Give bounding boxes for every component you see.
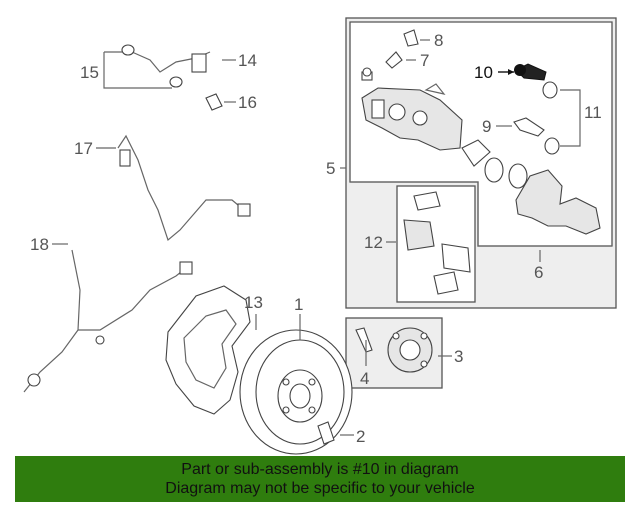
callout-16: 16 xyxy=(238,93,257,112)
banner-line-1: Part or sub-assembly is #10 in diagram xyxy=(181,461,459,478)
callout-2: 2 xyxy=(356,427,365,446)
callout-6: 6 xyxy=(534,263,543,282)
banner-line-2: Diagram may not be specific to your vehi… xyxy=(165,480,475,497)
dust-shield xyxy=(165,285,251,415)
sensor-part-14 xyxy=(131,51,211,73)
callout-14: 14 xyxy=(238,51,257,70)
part-info-banner: Part or sub-assembly is #10 in diagram D… xyxy=(15,456,625,502)
clip-part-7 xyxy=(385,51,403,69)
callout-12: 12 xyxy=(364,233,383,252)
brake-rotor xyxy=(239,329,353,455)
callout-10[interactable]: 10 xyxy=(474,63,493,82)
callout-18: 18 xyxy=(30,235,49,254)
hub-assembly-box xyxy=(345,317,443,389)
callout-15: 15 xyxy=(80,63,99,82)
brake-pads xyxy=(403,191,471,295)
guide-pin-part-9 xyxy=(513,117,545,137)
callout-13: 13 xyxy=(244,293,263,312)
callout-17: 17 xyxy=(74,139,93,158)
guide-bolt-part-10[interactable] xyxy=(514,63,547,81)
leader-lines xyxy=(52,39,581,436)
callout-4: 4 xyxy=(360,369,369,388)
boot-part-11-upper xyxy=(542,81,558,99)
caliper-bracket xyxy=(515,169,601,235)
bolt-part-16 xyxy=(205,93,223,111)
callout-11: 11 xyxy=(584,103,602,122)
callout-7: 7 xyxy=(420,51,429,70)
callout-8: 8 xyxy=(434,31,443,50)
callout-9: 9 xyxy=(482,117,491,136)
callout-3: 3 xyxy=(454,347,463,366)
callout-5: 5 xyxy=(326,159,335,178)
caliper-piston xyxy=(461,139,528,189)
caliper-body xyxy=(361,83,463,151)
boot-part-11-lower xyxy=(544,137,560,155)
clip-part-8 xyxy=(403,29,419,47)
grommet-part-15 xyxy=(121,44,183,88)
abs-sensor-harness xyxy=(23,134,251,393)
bleeder-screw xyxy=(361,67,373,81)
wheel-stud-part-2 xyxy=(317,421,335,445)
callout-1: 1 xyxy=(294,295,303,314)
